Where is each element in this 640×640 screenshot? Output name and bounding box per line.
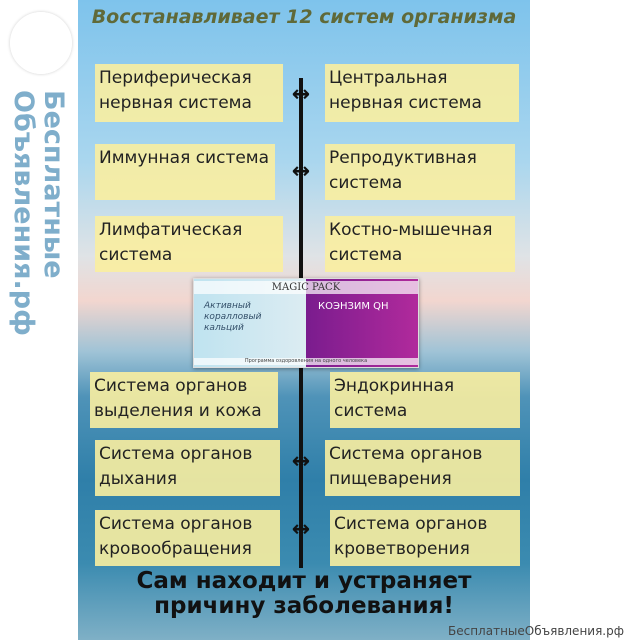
product-brand: MAGIC PACK [194,281,418,294]
watermark-logo-icon [10,12,72,74]
system-left-6: Система органов кровообращения [95,510,280,566]
watermark-top: Бесплатные Объявления.рф [8,90,69,336]
product-footer: Программа оздоровления на одного человек… [194,358,418,365]
system-left-5: Система органов дыхания [95,440,280,496]
double-arrow-icon: ↔ [291,159,311,184]
product-right-name: КОЭНЗИМ QH [318,301,389,312]
system-right-1: Центральная нервная система [325,64,519,122]
system-right-2: Репродуктивная система [325,144,515,200]
double-arrow-icon: ↔ [291,82,311,107]
system-left-1: Периферическая нервная система [95,64,283,122]
system-right-4: Эндокринная система [330,372,520,428]
poster-title: Восстанавливает 12 систем организма [91,6,517,28]
system-left-3: Лимфатическая система [95,216,283,272]
bottom-slogan: Сам находит и устраняет причину заболева… [136,568,472,619]
double-arrow-icon: ↔ [291,449,311,474]
system-right-5: Система органов пищеварения [325,440,520,496]
poster: Восстанавливает 12 систем организма Пери… [78,0,530,640]
double-arrow-icon: ↔ [291,517,311,542]
watermark-bottom: БесплатныеОбъявления.рф [448,624,624,638]
product-image: MAGIC PACK Активный коралловый кальций К… [193,278,419,368]
system-right-3: Костно-мышечная система [325,216,515,272]
product-left-name: Активный коралловый кальций [204,301,262,333]
system-right-6: Система органов кроветворения [330,510,520,566]
system-left-4: Система органов выделения и кожа [90,372,278,428]
system-left-2: Иммунная система [95,144,275,200]
